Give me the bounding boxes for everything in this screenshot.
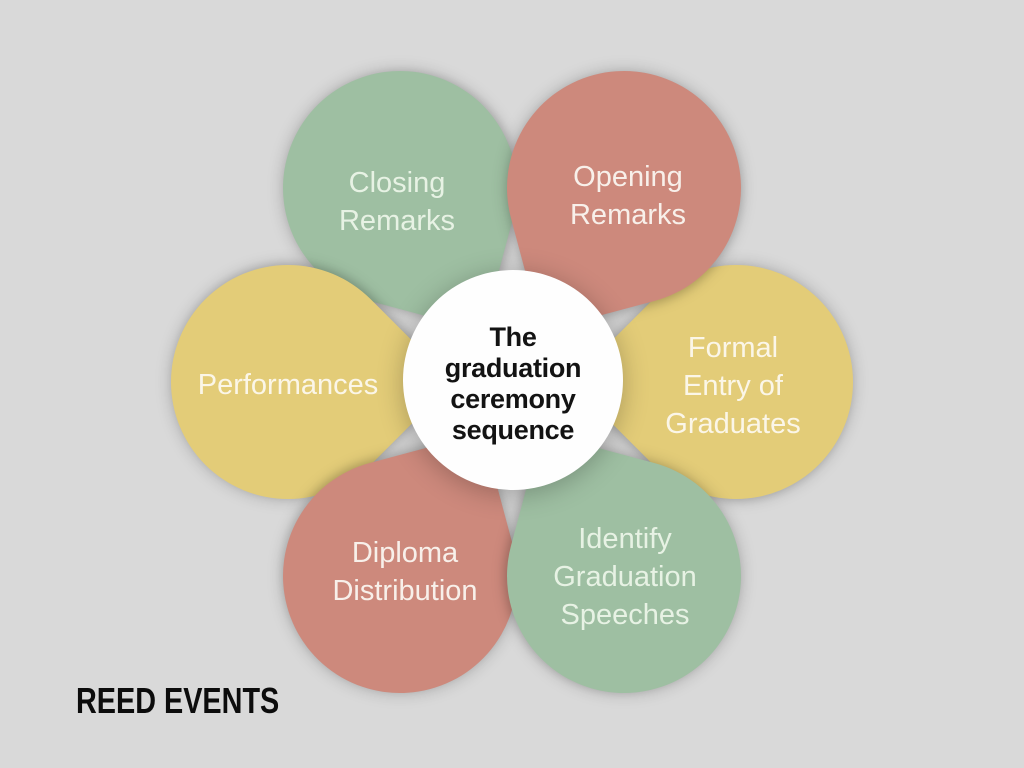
label-diploma-distribution: Diploma Distribution <box>332 537 478 607</box>
brand-logo: REED EVENTS <box>76 680 280 721</box>
label-identify-speeches: Identify Graduation Speeches <box>553 523 697 631</box>
label-formal-entry: Formal Entry of Graduates <box>665 332 801 440</box>
diagram-title: The graduation ceremony sequence <box>444 322 582 445</box>
label-opening-remarks: Opening Remarks <box>569 161 687 231</box>
label-closing-remarks: Closing Remarks <box>338 167 456 237</box>
label-performances: Performances <box>197 369 379 401</box>
center-circle <box>403 270 623 490</box>
